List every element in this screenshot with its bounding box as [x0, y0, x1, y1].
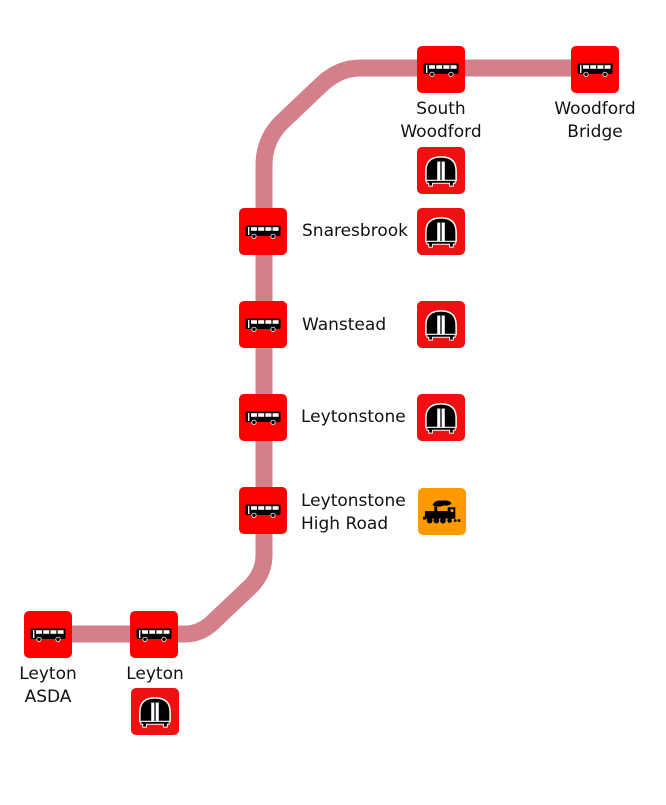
steam-train-icon	[423, 497, 461, 527]
tube-interchange-leyton[interactable]	[131, 688, 179, 735]
tube-interchange-wanstead[interactable]	[417, 301, 465, 348]
bus-stop-leyton-asda[interactable]	[24, 611, 72, 658]
rail-interchange-leytonstone-high-road[interactable]	[418, 488, 466, 535]
bus-stop-woodford-bridge[interactable]	[571, 46, 619, 93]
bus-icon	[245, 225, 281, 239]
route-path	[48, 59, 596, 643]
station-label-leyton-asda: Leyton ASDA	[19, 664, 77, 707]
station-label-leytonstone-high-road: Leytonstone High Road	[301, 491, 406, 534]
underground-train-icon	[422, 308, 460, 342]
station-label-south-woodford: South Woodford	[400, 99, 482, 142]
bus-stop-leyton[interactable]	[130, 611, 178, 658]
station-label-woodford-bridge: Woodford Bridge	[554, 99, 636, 142]
tube-interchange-south-woodford[interactable]	[417, 147, 465, 194]
bus-stop-leytonstone-high-road[interactable]	[239, 487, 287, 534]
bus-icon	[245, 318, 281, 332]
bus-stop-south-woodford[interactable]	[417, 46, 465, 93]
bus-stop-leytonstone[interactable]	[239, 394, 287, 441]
bus-icon	[30, 628, 66, 642]
bus-stop-snaresbrook[interactable]	[239, 208, 287, 255]
station-label-snaresbrook: Snaresbrook	[302, 221, 408, 241]
station-label-leyton: Leyton	[126, 664, 184, 684]
underground-train-icon	[422, 154, 460, 188]
tube-interchange-leytonstone[interactable]	[417, 394, 465, 441]
station-label-wanstead: Wanstead	[302, 315, 387, 335]
bus-icon	[423, 63, 459, 77]
bus-icon	[245, 411, 281, 425]
underground-train-icon	[422, 215, 460, 249]
bus-stop-wanstead[interactable]	[239, 301, 287, 348]
bus-icon	[136, 628, 172, 642]
bus-icon	[577, 63, 613, 77]
underground-train-icon	[422, 401, 460, 435]
station-label-leytonstone: Leytonstone	[301, 407, 406, 427]
tube-interchange-snaresbrook[interactable]	[417, 208, 465, 255]
bus-icon	[245, 504, 281, 518]
underground-train-icon	[136, 695, 174, 729]
